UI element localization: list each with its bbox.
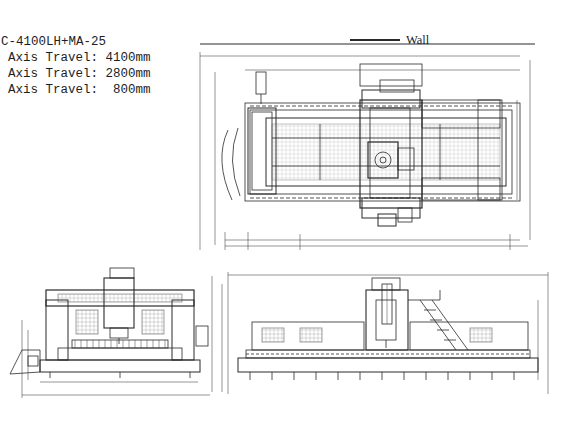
front-view — [10, 268, 222, 398]
top-view — [200, 52, 530, 250]
axis-travel-note: Axis Travel: 800mm — [8, 84, 151, 97]
wall-line — [200, 40, 535, 44]
wall-label: Wall — [406, 34, 429, 47]
model-title: C-4100LH+MA-25 — [1, 36, 106, 49]
side-view — [228, 272, 548, 394]
axis-travel-note: Axis Travel: 4100mm — [8, 52, 151, 65]
axis-travel-note: Axis Travel: 2800mm — [8, 68, 151, 81]
